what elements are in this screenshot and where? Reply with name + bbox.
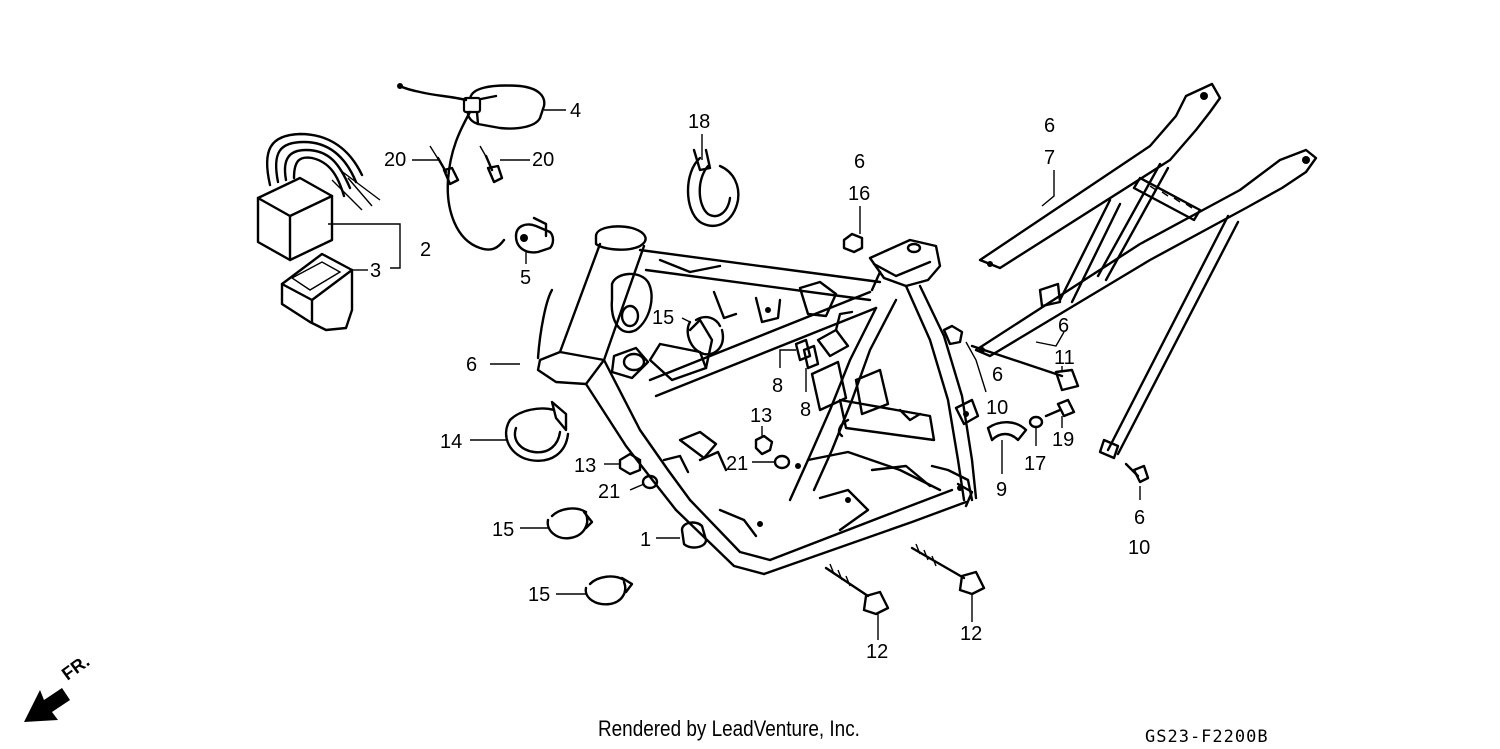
- callout-8-b: 8: [800, 399, 811, 421]
- washer-21-left-part[interactable]: [641, 474, 659, 490]
- bolt-19-part[interactable]: [1044, 398, 1076, 418]
- front-arrow-icon: [24, 688, 70, 722]
- clamp-14-part[interactable]: [504, 400, 570, 462]
- cushion-9-part[interactable]: [986, 421, 1028, 442]
- main-frame-part[interactable]: [536, 225, 980, 576]
- callout-11: 11: [1054, 347, 1075, 369]
- nut-13-left-part[interactable]: [618, 452, 642, 476]
- callout-17: 17: [1024, 453, 1046, 475]
- clamp-15-bottom-part[interactable]: [584, 575, 634, 606]
- bolt-20-right-part[interactable]: [479, 145, 504, 184]
- callout-6-upper: 6: [854, 151, 865, 173]
- callout-13-left: 13: [574, 455, 596, 477]
- callout-14: 14: [440, 431, 462, 453]
- callout-20-right: 20: [532, 149, 554, 171]
- cdi-mount-part[interactable]: [280, 252, 354, 332]
- callout-20-left: 20: [384, 149, 406, 171]
- diagram-code: GS23-F2200B: [1145, 727, 1269, 747]
- bolt-12-left-part[interactable]: [824, 563, 890, 616]
- callout-12-right: 12: [960, 623, 982, 645]
- callout-6-mid-right: 6: [1058, 315, 1069, 337]
- callout-6-head: 6: [466, 354, 477, 376]
- callout-15-bottom: 15: [528, 584, 550, 606]
- clamp-15-mid-part[interactable]: [546, 507, 594, 540]
- render-credit: Rendered by LeadVenture, Inc.: [598, 716, 860, 741]
- bolt-11-part[interactable]: [970, 344, 1080, 392]
- callout-6-top-right: 6: [1044, 115, 1055, 137]
- ignition-coil-part[interactable]: [397, 83, 546, 251]
- callout-3: 3: [370, 260, 381, 282]
- callout-15-mid: 15: [492, 519, 514, 541]
- callout-1: 1: [640, 529, 651, 551]
- washer-17-part[interactable]: [1028, 415, 1044, 429]
- callout-19: 19: [1052, 429, 1074, 451]
- collar-1-part[interactable]: [680, 521, 708, 549]
- nut-13-right-part[interactable]: [754, 434, 774, 456]
- washer-21-right-part[interactable]: [773, 454, 791, 470]
- callout-15-top: 15: [652, 307, 674, 329]
- callout-4: 4: [570, 100, 581, 122]
- spark-plug-cap-part[interactable]: [514, 216, 555, 254]
- nut-16-part[interactable]: [842, 232, 864, 254]
- callout-8-a: 8: [772, 375, 783, 397]
- callout-6-mid: 6: [992, 364, 1003, 386]
- band-clamp-18-part[interactable]: [686, 148, 740, 228]
- clamp-15-top-part[interactable]: [686, 315, 725, 356]
- cdi-unit-part[interactable]: [256, 132, 381, 262]
- callout-18: 18: [688, 111, 710, 133]
- bolt-6-bottom-right-part[interactable]: [1124, 462, 1150, 484]
- callout-6-bottom-right: 6: [1134, 507, 1145, 529]
- callout-21-left: 21: [598, 481, 620, 503]
- callout-2: 2: [420, 239, 431, 261]
- collar-8b-part[interactable]: [802, 344, 820, 370]
- nut-6-right-part[interactable]: [942, 324, 964, 346]
- callout-7: 7: [1044, 147, 1055, 169]
- callout-10-bottom-right: 10: [1128, 537, 1150, 559]
- bolt-12-right-part[interactable]: [910, 543, 986, 596]
- collar-8a-part[interactable]: [794, 338, 812, 362]
- callout-16: 16: [848, 183, 870, 205]
- leader-lines: [328, 109, 1141, 640]
- callout-10-mid: 10: [986, 397, 1008, 419]
- callout-21-right: 21: [726, 453, 748, 475]
- bolt-20-left-part[interactable]: [429, 145, 460, 186]
- callout-5: 5: [520, 267, 531, 289]
- callout-labels: 4 18 6 7 20 20 6 16 2 3 5 15 6 6 11 8 8 …: [370, 100, 1150, 663]
- callout-13-right: 13: [750, 405, 772, 427]
- callout-12-left: 12: [866, 641, 888, 663]
- callout-9: 9: [996, 479, 1007, 501]
- rear-subframe-part[interactable]: [974, 82, 1318, 460]
